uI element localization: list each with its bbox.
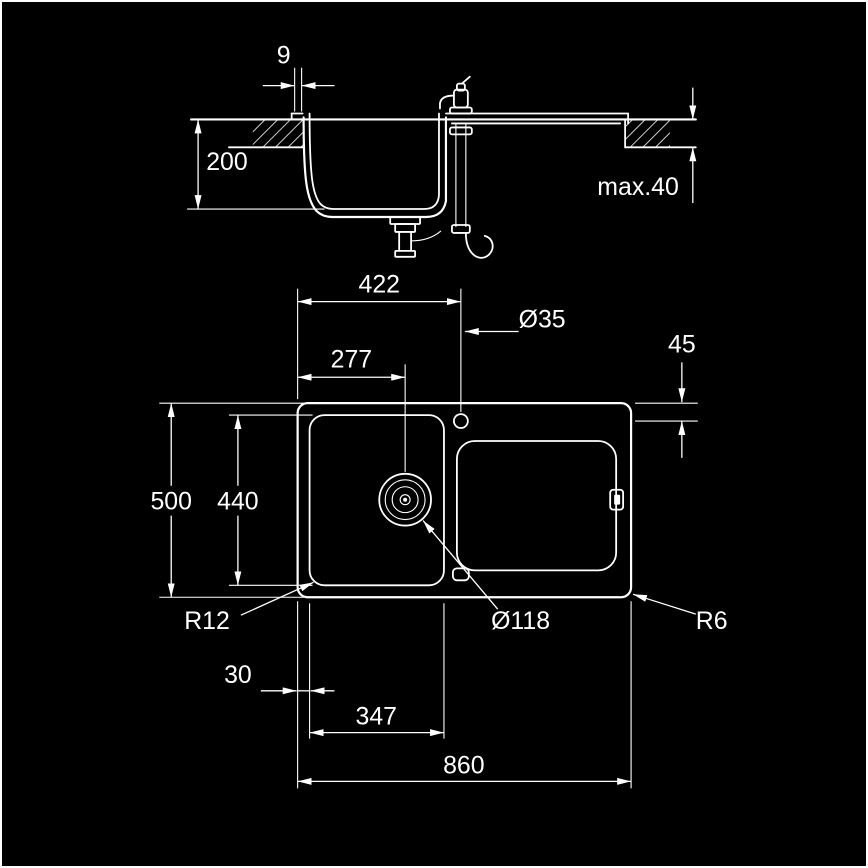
dim-tap-hole-y: 45 [635, 330, 698, 458]
dim-bowl-offset: 30 [224, 603, 335, 739]
dim-bowl-depth: 200 [187, 119, 325, 210]
dim-tap-hole-diameter-label: Ø35 [519, 305, 566, 333]
edge-notch [609, 488, 625, 511]
dim-bowl-inner-depth-label: 440 [217, 488, 259, 516]
dim-drain-diameter: Ø118 [422, 520, 550, 635]
dim-overall-width: 860 [297, 601, 632, 789]
dim-bowl-radius: R12 [184, 581, 314, 635]
dim-tap-hole-y-label: 45 [668, 330, 696, 358]
sink-section [290, 112, 629, 219]
dim-bowl-offset-label: 30 [224, 661, 252, 689]
dim-bowl-width: 347 [309, 603, 445, 739]
drainer-outline [455, 440, 618, 572]
tap-hole [453, 413, 469, 429]
dim-tap-hole-x: 422 [297, 271, 462, 413]
drain-strainer [378, 472, 432, 527]
dim-drain-diameter-label: Ø118 [491, 607, 550, 635]
dim-rim-height-label: 9 [277, 42, 291, 70]
dim-overall-depth-label: 500 [150, 488, 192, 516]
dim-tap-hole-x-label: 422 [358, 271, 400, 299]
hatch-right [625, 120, 670, 148]
dim-bowl-depth-label: 200 [206, 148, 248, 176]
dim-drain-x: 277 [297, 345, 406, 472]
bowl-outline [308, 414, 445, 587]
dim-bowl-radius-label: R12 [184, 607, 230, 635]
dim-bowl-inner-depth: 440 [217, 414, 313, 586]
dim-counter-thickness: max.40 [597, 87, 697, 204]
hatch-left [252, 120, 304, 148]
dim-overall-width-label: 860 [443, 751, 485, 779]
supply-hose [464, 232, 494, 259]
plan-view: 422 Ø35 45 277 500 [150, 271, 728, 789]
dim-outer-radius-label: R6 [696, 607, 728, 635]
overflow-hose [411, 230, 442, 242]
faucet [439, 75, 494, 259]
dim-rim-height: 9 [262, 42, 335, 112]
sink-outline [296, 402, 633, 599]
dim-drain-x-label: 277 [331, 345, 373, 373]
side-view: 9 200 max.40 [187, 42, 697, 259]
drain-trap [389, 216, 442, 258]
dim-tap-hole-diameter: Ø35 [464, 305, 566, 335]
dim-counter-thickness-label: max.40 [597, 173, 679, 201]
overflow-slot [452, 567, 470, 582]
countertop [190, 118, 697, 149]
dim-overall-depth: 500 [150, 402, 304, 598]
dim-bowl-width-label: 347 [356, 703, 398, 731]
dim-outer-radius: R6 [632, 593, 728, 635]
